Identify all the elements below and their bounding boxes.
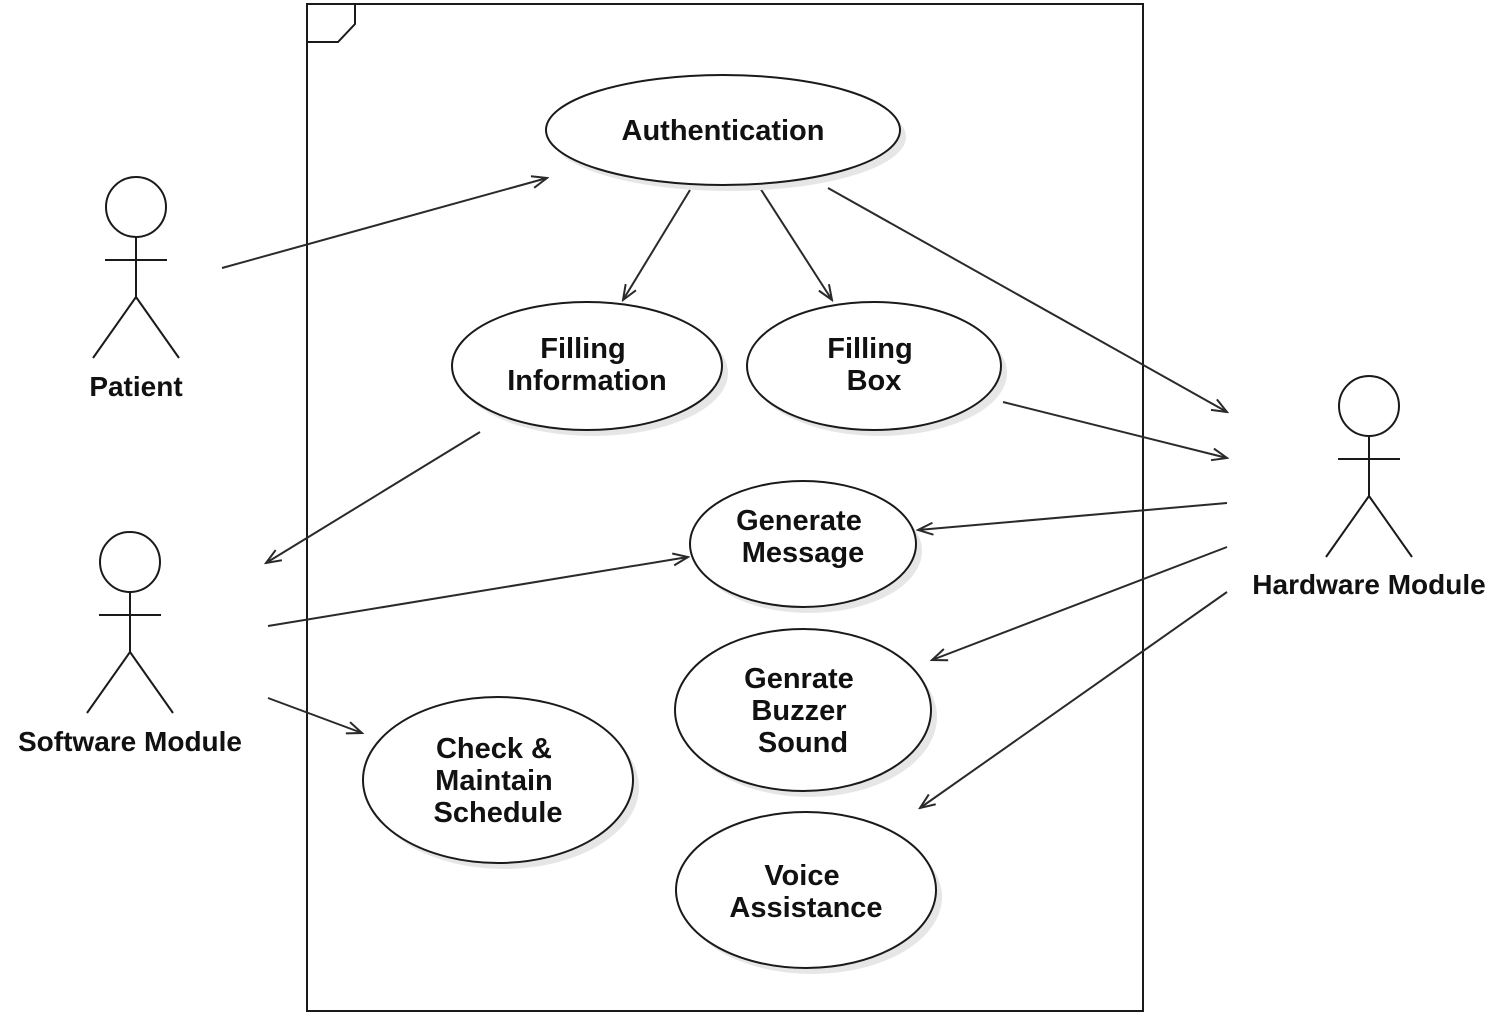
relation-authentication-filling-box	[759, 187, 832, 300]
use-case-label: Information	[507, 365, 667, 397]
use-case-label: Filling	[540, 333, 625, 365]
stick-figure-icon	[1325, 375, 1413, 558]
relation-software-generate-message	[267, 557, 688, 627]
use-case-check-maintain-schedule[interactable]: Check & Maintain Schedule	[362, 696, 639, 869]
use-case-filling-information[interactable]: Filling Information	[451, 301, 728, 436]
stick-figure-icon	[86, 531, 174, 714]
use-case-label: Schedule	[434, 797, 563, 829]
use-case-authentication[interactable]: Authentication	[545, 74, 906, 191]
use-case-genrate-buzzer-sound[interactable]: Genrate Buzzer Sound	[674, 628, 937, 797]
relation-patient-authentication	[221, 178, 547, 269]
use-case-label: Message	[742, 537, 865, 569]
actor-label: Software Module	[18, 726, 242, 757]
actor-patient[interactable]: Patient	[89, 176, 183, 402]
relation-filling-information-software	[266, 431, 481, 563]
use-case-label: Check &	[436, 733, 552, 765]
use-case-voice-assistance[interactable]: Voice Assistance	[675, 811, 942, 974]
use-case-label: Generate	[736, 505, 862, 537]
use-case-label: Buzzer	[751, 695, 846, 727]
relations	[221, 178, 1228, 808]
relation-filling-box-hardware	[1002, 401, 1227, 458]
svg-text:Genrate Buzzer Sou: Genrate Buzzer Sound	[744, 663, 862, 759]
use-case-label: Assistance	[729, 892, 882, 924]
use-case-label: Maintain	[435, 765, 553, 797]
relation-authentication-filling-information	[623, 189, 691, 300]
stick-figure-icon	[92, 176, 180, 359]
actor-label: Hardware Module	[1252, 569, 1485, 600]
actor-hardware-module[interactable]: Hardware Module	[1252, 375, 1486, 600]
relation-hardware-generate-message	[918, 502, 1228, 530]
relation-authentication-hardware	[827, 187, 1227, 412]
use-case-generate-message[interactable]: Generate Message	[689, 480, 922, 613]
svg-text:Check & Maintain S: Check & Maintain Schedule	[434, 733, 563, 829]
relation-software-check-maintain-schedule	[267, 697, 362, 733]
use-case-label: Voice	[764, 860, 839, 892]
use-case-label: Sound	[758, 727, 848, 759]
system-boundary	[306, 3, 1144, 1012]
svg-text:Voice Assistance: Voice Assistance	[729, 860, 882, 924]
use-case-label: Genrate	[744, 663, 854, 695]
actor-label: Patient	[89, 371, 182, 402]
svg-text:Filling Box: Filling Box	[827, 333, 920, 397]
use-case-label: Box	[847, 365, 902, 397]
use-case-label: Authentication	[622, 115, 825, 147]
relation-hardware-genrate-buzzer-sound	[932, 546, 1228, 660]
use-case-label: Filling	[827, 333, 912, 365]
svg-text:Generate Message: Generate Message	[736, 505, 870, 569]
relation-hardware-voice-assistance	[920, 591, 1228, 808]
use-case-filling-box[interactable]: Filling Box	[746, 301, 1007, 436]
svg-text:Authentication: Authentication	[622, 115, 825, 147]
actor-software-module[interactable]: Software Module	[18, 531, 242, 757]
svg-text:Filling Information: Filling Information	[507, 333, 667, 397]
